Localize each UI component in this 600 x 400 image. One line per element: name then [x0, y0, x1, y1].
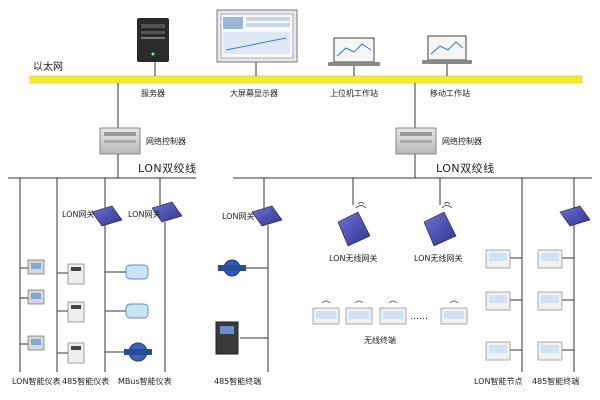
big-screen-icon [216, 9, 298, 63]
485-terminal-left-icons [215, 259, 246, 355]
lon-smart-node-icons [485, 249, 511, 361]
mobile-label: 移动工作站 [430, 89, 470, 98]
lon-gateway-3-icon [251, 205, 283, 227]
wireless-gateway-2-label: LON无线网关 [414, 254, 463, 263]
lon-gateway-2-icon [151, 201, 183, 223]
mobile-laptop-icon [422, 35, 472, 64]
gateway-3-label: LON网关 [222, 212, 255, 221]
gateway-2-label: LON网关 [128, 210, 161, 219]
controller-left-label: 网络控制器 [146, 137, 186, 146]
lon-wireless-gateway-1-icon [337, 202, 371, 247]
server-icon [137, 18, 169, 62]
wireless-terminal-icons [312, 300, 468, 325]
lon-bus-right-label: LON双绞线 [436, 162, 495, 175]
lon-wireless-gateway-2-icon [423, 202, 457, 247]
485-terminal-right-label: 485智能终端 [532, 377, 580, 386]
wireless-terminal-label: 无线终端 [364, 336, 396, 345]
485-terminal-left-label: 485智能终端 [214, 377, 262, 386]
wireless-ellipsis: …… [410, 312, 428, 322]
lon-gateway-1-icon [91, 205, 123, 227]
mbus-meter-icons [124, 264, 152, 362]
485-meter-label: 485智能仪表 [62, 377, 110, 386]
mbus-meter-label: MBus智能仪表 [118, 377, 172, 386]
ethernet-bus [29, 75, 583, 84]
485-meter-icons [67, 263, 85, 364]
server-label: 服务器 [141, 89, 165, 98]
lon-bus-left-label: LON双绞线 [138, 162, 197, 175]
upper-pc-label: 上位机工作站 [330, 89, 378, 98]
gateway-1-label: LON网关 [62, 210, 95, 219]
ethernet-label: 以太网 [33, 62, 63, 73]
wireless-gateway-1-label: LON无线网关 [329, 254, 378, 263]
lon-gateway-4-icon [559, 205, 591, 227]
upper-pc-laptop-icon [328, 37, 380, 66]
lon-node-label: LON智能节点 [474, 377, 523, 386]
controller-right-label: 网络控制器 [442, 137, 482, 146]
lon-smart-meter-icons [27, 259, 45, 351]
network-controller-right-icon [395, 127, 437, 155]
lon-meter-label: LON智能仪表 [12, 377, 61, 386]
485-terminal-right-icons [537, 249, 563, 361]
network-controller-left-icon [99, 127, 141, 155]
big-screen-label: 大屏幕显示器 [230, 89, 278, 98]
